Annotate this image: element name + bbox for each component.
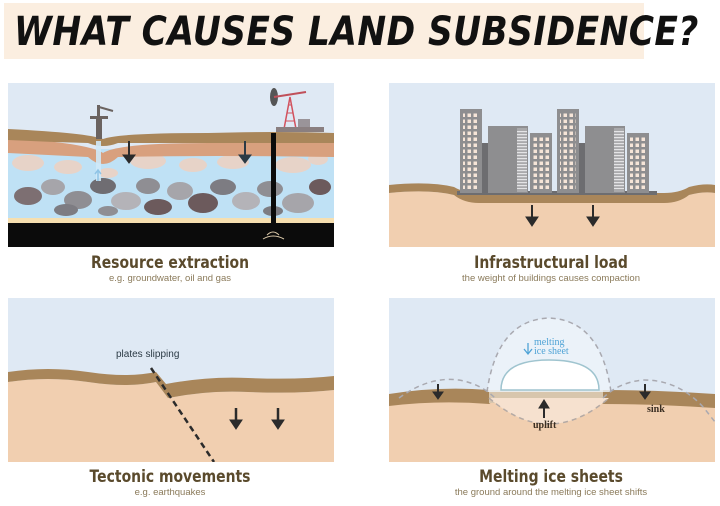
down-arrow-icon bbox=[229, 408, 243, 430]
panel-subtitle: the ground around the melting ice sheet … bbox=[454, 487, 648, 498]
caption-infrastructural-load: Infrastructural load the weight of build… bbox=[381, 253, 720, 285]
panel-subtitle: e.g. groundwater, oil and gas bbox=[108, 273, 231, 284]
melting-ice-sheets-illustration bbox=[389, 317, 715, 462]
panel-subtitle: e.g. earthquakes bbox=[134, 487, 206, 498]
tectonic-movements-illustration bbox=[8, 367, 334, 462]
panel-title: Melting ice sheets bbox=[479, 467, 623, 487]
caption-tectonic-movements: Tectonic movements e.g. earthquakes bbox=[0, 467, 340, 499]
down-arrow-icon bbox=[639, 384, 651, 400]
panel-title: Infrastructural load bbox=[474, 253, 628, 273]
page-title: WHAT CAUSES LAND SUBSIDENCE? bbox=[14, 9, 699, 55]
ice-sheet-label-line2: ice sheet bbox=[534, 346, 569, 357]
down-arrow-icon bbox=[271, 408, 285, 430]
panel-tectonic-movements: plates slipping bbox=[8, 298, 334, 462]
down-arrow-icon bbox=[523, 343, 533, 356]
ice-sheet-label-line1: melting bbox=[534, 337, 565, 348]
fault-label: plates slipping bbox=[116, 349, 180, 360]
ice-sheet-icon bbox=[500, 359, 600, 391]
uplift-label: uplift bbox=[533, 420, 557, 431]
ice-sheet-label: melting ice sheet bbox=[534, 337, 569, 357]
infrastructural-load-illustration bbox=[389, 109, 715, 247]
oil-pumpjack-icon bbox=[262, 88, 324, 240]
down-arrow-icon bbox=[122, 141, 136, 164]
down-arrow-icon bbox=[525, 205, 539, 227]
buildings-icon bbox=[457, 109, 657, 195]
down-arrow-icon bbox=[432, 384, 444, 400]
title-banner: WHAT CAUSES LAND SUBSIDENCE? bbox=[4, 3, 698, 59]
fault-line-icon bbox=[149, 367, 216, 462]
panel-melting-ice-sheets: melting ice sheet uplift sink bbox=[389, 298, 715, 462]
panel-subtitle: the weight of buildings causes compactio… bbox=[462, 273, 640, 284]
sink-label: sink bbox=[647, 404, 665, 415]
resource-extraction-illustration bbox=[8, 88, 334, 247]
water-pump-icon bbox=[90, 105, 114, 181]
down-arrow-icon bbox=[238, 141, 252, 164]
panel-infrastructural-load bbox=[389, 83, 715, 247]
up-arrow-icon bbox=[538, 399, 550, 418]
caption-resource-extraction: Resource extraction e.g. groundwater, oi… bbox=[0, 253, 340, 285]
panel-resource-extraction bbox=[8, 83, 334, 247]
down-arrow-icon bbox=[586, 205, 600, 227]
caption-melting-ice-sheets: Melting ice sheets the ground around the… bbox=[381, 467, 720, 499]
panel-title: Resource extraction bbox=[90, 253, 250, 273]
panel-title: Tectonic movements bbox=[89, 467, 251, 487]
